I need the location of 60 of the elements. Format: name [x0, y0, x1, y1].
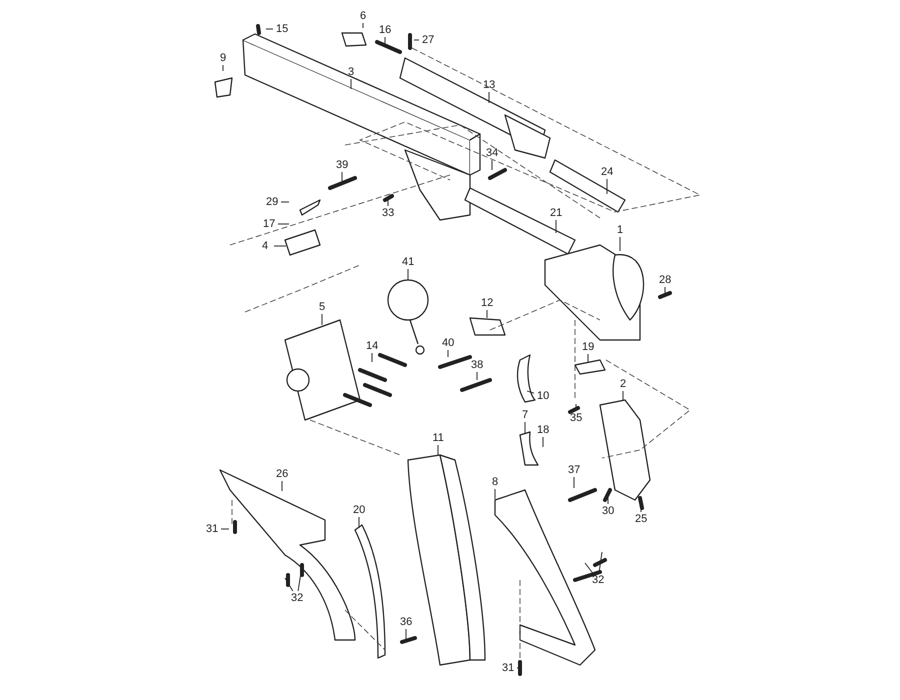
callout-number: 40 — [442, 337, 454, 349]
callout-number: 16 — [379, 24, 392, 36]
callout-number: 21 — [550, 207, 562, 219]
callout-number: 36 — [400, 616, 412, 628]
leader-line — [266, 28, 274, 30]
callout-number: 17 — [263, 218, 276, 230]
leader-line — [606, 178, 608, 194]
leader-line — [362, 22, 364, 28]
callout-number: 10 — [537, 390, 550, 402]
callout-number: 25 — [635, 513, 648, 525]
callout-number: 24 — [601, 166, 614, 178]
callout-number: 19 — [582, 341, 594, 353]
leader-line — [488, 92, 490, 104]
callout-number: 14 — [366, 340, 378, 352]
leader-line — [542, 436, 544, 448]
leader-line — [476, 372, 478, 380]
leader-line — [526, 390, 534, 394]
callout-number: 20 — [353, 504, 366, 516]
callout-number: 32 — [291, 592, 304, 604]
callout-number: 31 — [206, 523, 218, 535]
leader-line — [350, 78, 352, 90]
callout-number: 1 — [617, 224, 624, 236]
callout-number: 39 — [336, 159, 348, 171]
callout-number: 38 — [471, 359, 484, 371]
leader-line — [598, 552, 602, 574]
callout-number: 6 — [360, 10, 366, 22]
callout-number: 12 — [481, 297, 494, 309]
callout-number: 11 — [432, 432, 444, 444]
leader-line — [220, 528, 230, 530]
leader-line — [494, 488, 496, 500]
leader-line — [622, 390, 624, 402]
callout-number: 33 — [382, 207, 394, 219]
callout-number: 13 — [483, 79, 496, 91]
callout-number: 4 — [262, 240, 268, 252]
callout-number: 8 — [492, 476, 498, 488]
leader-line — [524, 422, 526, 434]
callout-number: 34 — [486, 147, 498, 159]
leader-line — [384, 36, 386, 46]
leader-line — [486, 310, 488, 318]
callout-number: 26 — [276, 468, 288, 480]
callout-number: 41 — [402, 256, 414, 268]
callout-number: 27 — [422, 34, 434, 46]
leader-line — [284, 578, 294, 592]
callout-number: 9 — [220, 52, 226, 64]
callout-number: 28 — [659, 274, 672, 286]
callout-number: 37 — [568, 464, 580, 476]
leader-line — [584, 562, 594, 574]
leader-line — [358, 516, 360, 528]
callout-number: 3 — [348, 66, 354, 78]
callout-number: 15 — [276, 23, 288, 35]
callout-number: 5 — [319, 301, 326, 313]
callout-number: 2 — [620, 378, 626, 390]
callout-number: 32 — [592, 574, 604, 586]
leader-line — [222, 64, 224, 72]
callout-number: 18 — [537, 424, 550, 436]
callout-number: 29 — [266, 196, 278, 208]
callout-number: 35 — [570, 412, 582, 424]
callout-number: 30 — [602, 505, 614, 517]
callout-number: 7 — [522, 409, 528, 421]
callout-number: 31 — [502, 662, 514, 674]
